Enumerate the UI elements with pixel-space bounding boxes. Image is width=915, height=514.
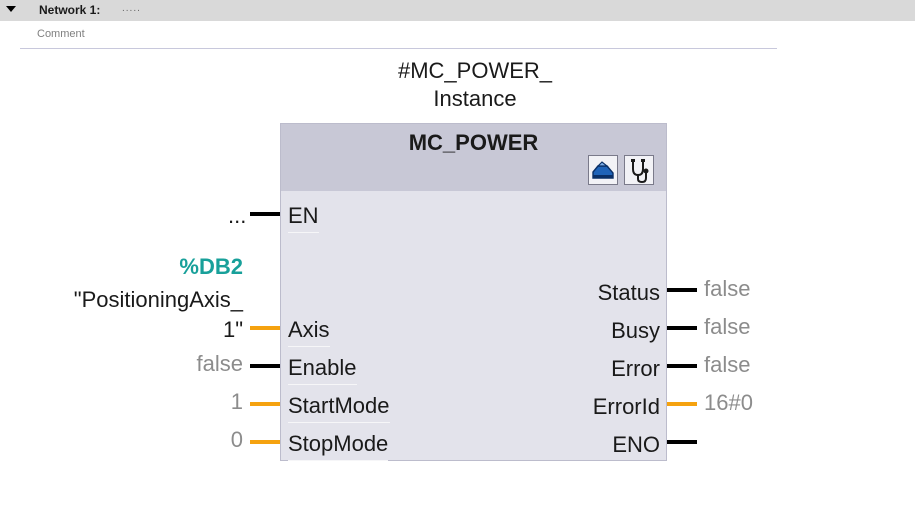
errorid-wire: [667, 402, 697, 406]
collapse-triangle-icon[interactable]: [6, 6, 16, 12]
network-header[interactable]: Network 1: .....: [0, 0, 915, 21]
eno-wire: [667, 440, 697, 444]
mc-power-block[interactable]: MC_POWER: [280, 123, 667, 461]
pin-error: Error: [611, 356, 660, 381]
pin-errorid: ErrorId: [592, 394, 660, 419]
busy-output-value[interactable]: false: [704, 314, 751, 339]
pin-status: Status: [597, 280, 660, 305]
en-wire: [250, 212, 280, 216]
pin-axis: Axis: [288, 317, 330, 347]
block-header: MC_POWER: [281, 124, 666, 191]
config-icon[interactable]: [588, 155, 618, 185]
network-comment-field[interactable]: Comment: [20, 27, 777, 49]
comment-placeholder: Comment: [37, 28, 85, 40]
axis-wire: [250, 326, 280, 330]
stopmode-wire: [250, 440, 280, 444]
startmode-wire: [250, 402, 280, 406]
pin-startmode: StartMode: [288, 393, 390, 423]
axis-tag-line2: 1": [222, 317, 243, 342]
pin-en: EN: [288, 203, 319, 233]
status-output-value[interactable]: false: [704, 276, 751, 301]
network-title-placeholder[interactable]: .....: [122, 3, 141, 14]
enable-wire: [250, 364, 280, 368]
axis-db-number[interactable]: %DB2: [179, 254, 243, 279]
axis-tag-name[interactable]: "PositioningAxis_ 1": [74, 285, 243, 345]
pin-stopmode: StopMode: [288, 431, 389, 461]
busy-wire: [667, 326, 697, 330]
stopmode-input-value[interactable]: 0: [230, 427, 243, 452]
instance-name-line2: Instance: [433, 86, 517, 111]
enable-input-value[interactable]: false: [196, 351, 243, 376]
instance-name-line1: #MC_POWER_: [397, 58, 553, 83]
error-wire: [667, 364, 697, 368]
error-output-value[interactable]: false: [704, 352, 751, 377]
network-title: Network 1:: [39, 3, 101, 17]
pin-eno: ENO: [612, 432, 660, 457]
pin-enable: Enable: [288, 355, 357, 385]
block-type-title: MC_POWER: [408, 130, 539, 155]
status-wire: [667, 288, 697, 292]
instance-db-name[interactable]: #MC_POWER_ Instance: [375, 57, 575, 113]
startmode-input-value[interactable]: 1: [230, 389, 243, 414]
axis-tag-line1: "PositioningAxis_: [73, 287, 243, 312]
pin-busy: Busy: [611, 318, 660, 343]
errorid-output-value[interactable]: 16#0: [704, 390, 753, 415]
en-input-value[interactable]: ...: [228, 203, 247, 228]
diagnostics-icon[interactable]: [624, 155, 654, 185]
